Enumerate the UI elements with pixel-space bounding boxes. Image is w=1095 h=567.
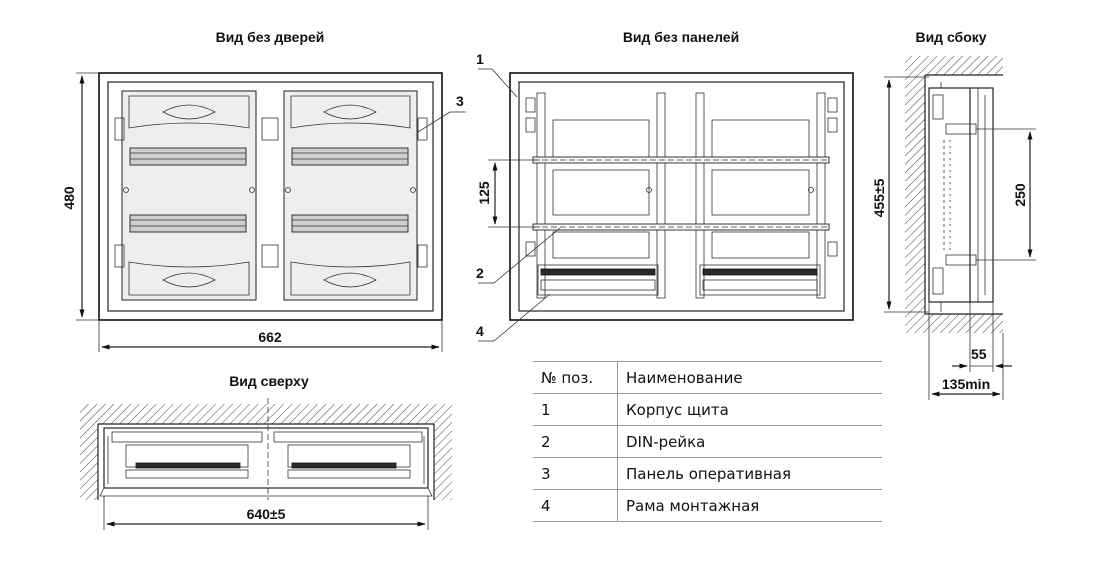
dim-mount-holes-label: 250 — [1012, 183, 1028, 207]
callout-1: 1 — [476, 51, 484, 67]
dim-depth-min-label: 135min — [942, 376, 990, 392]
row-name: Корпус щита — [617, 393, 882, 426]
dim-width-label: 662 — [258, 329, 282, 345]
row-position: 1 — [533, 393, 618, 426]
top-view-title: Вид сверху — [229, 373, 309, 389]
row-name: Рама монтажная — [617, 489, 882, 522]
operational-panel-right — [283, 90, 418, 301]
header-position: № поз. — [533, 361, 618, 394]
table-row: 1 Корпус щита — [533, 393, 882, 426]
wall-hatch-top — [80, 404, 452, 500]
operational-panel-left — [121, 90, 257, 301]
cabinet-body — [509, 72, 854, 321]
wall-hatch — [905, 56, 1003, 333]
table-row: 3 Панель оперативная — [533, 457, 882, 490]
top-view: Вид сверху 640±5 — [80, 373, 452, 530]
front-view-title: Вид без дверей — [216, 29, 325, 45]
no-panels-view-title: Вид без панелей — [623, 29, 739, 45]
front-view: Вид без дверей — [61, 29, 466, 352]
row-position: 4 — [533, 489, 618, 522]
side-view: Вид сбоку 455±5 250 — [871, 29, 1036, 400]
mounting-brackets — [114, 117, 428, 268]
dim-rail-pitch-label: 125 — [476, 181, 492, 205]
callout-4: 4 — [476, 323, 484, 339]
table-row: 2 DIN-рейка — [533, 425, 882, 458]
terminal-blocks — [537, 264, 821, 296]
row-name: Панель оперативная — [617, 457, 882, 490]
dim-height-label: 480 — [61, 186, 77, 210]
cabinet-side-profile — [928, 82, 994, 312]
mounting-frame — [525, 92, 838, 299]
dim-side-height-label: 455±5 — [871, 178, 887, 217]
table-header-row: № поз. Наименование — [533, 361, 882, 394]
row-name: DIN-рейка — [617, 425, 882, 458]
dim-depth-small-label: 55 — [971, 346, 987, 362]
no-panels-view: Вид без панелей — [476, 29, 854, 342]
callout-3: 3 — [456, 93, 464, 109]
row-position: 2 — [533, 425, 618, 458]
parts-table: № поз. Наименование 1 Корпус щита 2 DIN-… — [533, 361, 882, 522]
cabinet-inner-frame — [107, 81, 434, 312]
dim-top-width-label: 640±5 — [247, 506, 286, 522]
row-position: 3 — [533, 457, 618, 490]
cabinet-top-profile — [99, 427, 433, 497]
side-view-title: Вид сбоку — [915, 29, 986, 45]
header-name: Наименование — [617, 361, 882, 394]
table-row: 4 Рама монтажная — [533, 489, 882, 522]
callout-2: 2 — [476, 265, 484, 281]
